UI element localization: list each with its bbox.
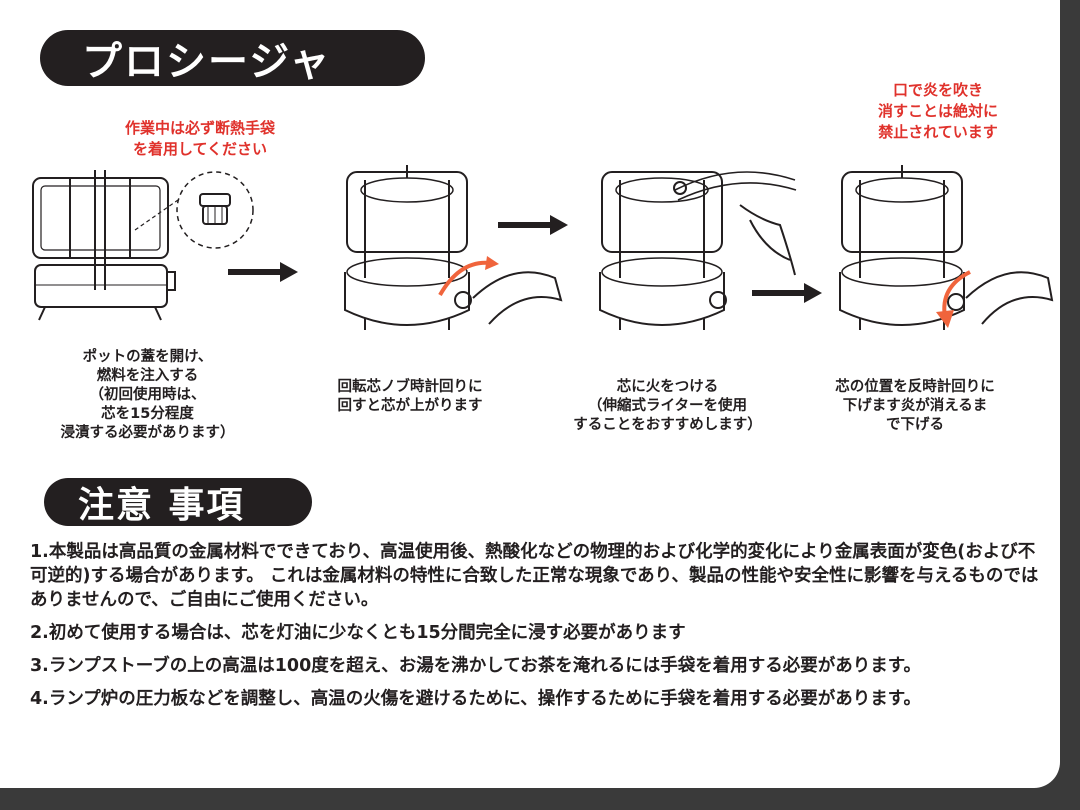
note-item: 2.初めて使用する場合は、芯を灯油に少なくとも15分間完全に浸す必要があります — [30, 623, 686, 643]
notes-list: 1.本製品は高品質の金属材料でできており、高温使用後、熱酸化などの物理的および化… — [30, 540, 1045, 720]
step3-caption: 芯に火をつける （伸縮式ライターを使用 することをおすすめします） — [573, 379, 762, 433]
step2-caption: 回転芯ノブ時計回りに 回すと芯が上がります — [337, 379, 483, 414]
step4-caption: 芯の位置を反時計回りに 下げます炎が消えるま で下げる — [835, 379, 995, 433]
arrow-right-icon — [228, 262, 298, 282]
notes-heading: 注意 事項 — [44, 478, 312, 526]
note-item: 4.ランプ炉の圧力板などを調整し、高温の火傷を避けるために、操作するために手袋を… — [30, 689, 922, 709]
step3-stove-illustration — [599, 171, 797, 330]
procedure-heading: プロシージャ — [40, 30, 425, 86]
glove-warning: 作業中は必ず断熱手袋 を着用してください — [124, 119, 275, 158]
step2-stove-illustration — [344, 165, 563, 330]
arrow-right-icon — [498, 215, 568, 235]
arrow-right-icon — [752, 283, 822, 303]
no-blow-warning: 口で炎を吹き 消すことは絶対に 禁止されています — [877, 81, 998, 141]
step1-stove-illustration — [32, 170, 254, 321]
note-item: 1.本製品は高品質の金属材料でできており、高温使用後、熱酸化などの物理的および化… — [30, 542, 1039, 610]
step4-stove-illustration — [839, 165, 1054, 330]
step1-caption: ポットの蓋を開け、 燃料を注入する （初回使用時は、 芯を15分程度 浸漬する必… — [60, 349, 235, 441]
note-item: 3.ランプストーブの上の高温は100度を超え、お湯を沸かしてお茶を淹れるには手袋… — [30, 656, 921, 676]
instruction-card: プロシージャ 作業中は必ず断熱手袋 を着用してください 口で炎を吹き 消すことは… — [0, 0, 1060, 788]
